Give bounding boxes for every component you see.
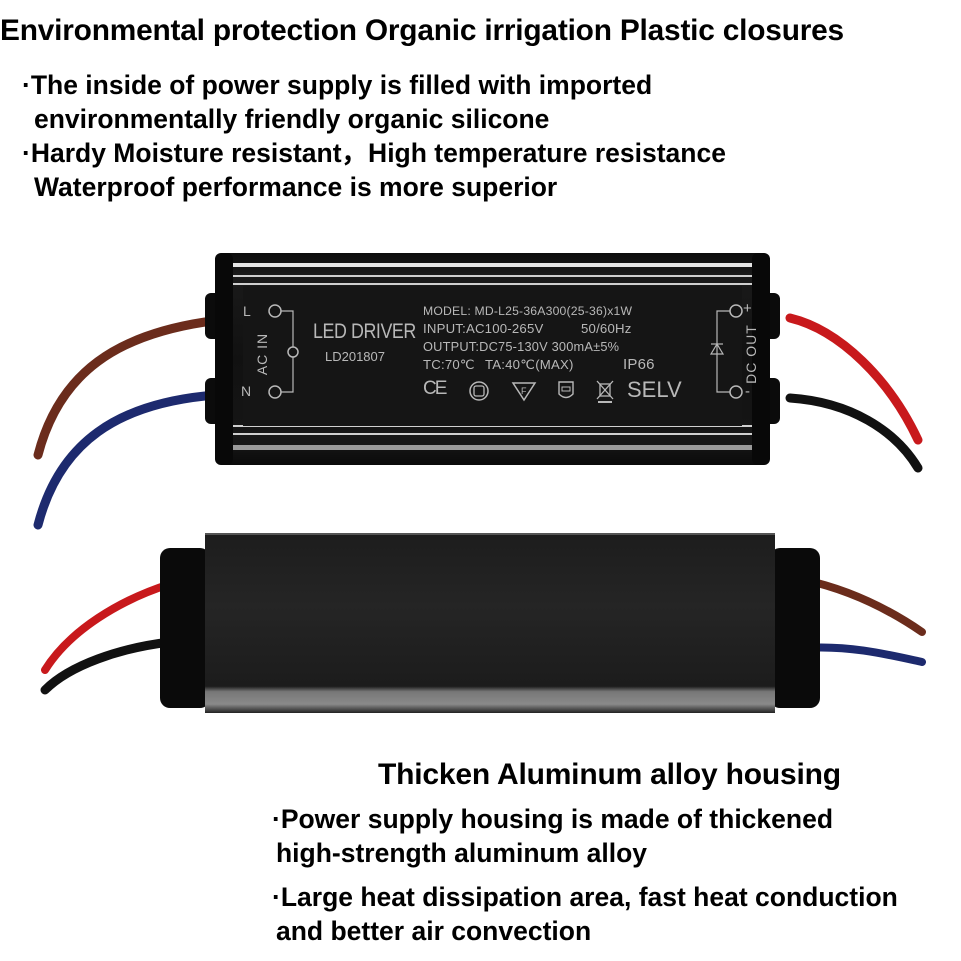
top-bullet-list: ·The inside of power supply is filled wi… xyxy=(22,68,726,204)
mounting-ear-right xyxy=(770,548,820,708)
safety-mark-icon xyxy=(469,381,489,401)
red-wire-top xyxy=(785,313,923,445)
top-heading: Environmental protection Organic irrigat… xyxy=(0,14,844,47)
class-mark-icon xyxy=(558,381,574,399)
model-spec: MODEL: MD-L25-36A300(25-36)x1W xyxy=(423,304,633,318)
svg-text:F: F xyxy=(521,386,527,396)
bottom-heading: Thicken Aluminum alloy housing xyxy=(378,758,841,791)
top-bullet-1-line-2: environmentally friendly organic silicon… xyxy=(34,104,550,134)
bottom-bullet-1-line-2: high-strength aluminum alloy xyxy=(276,838,648,868)
mounting-ear-left xyxy=(160,548,210,708)
f-mark-icon: F xyxy=(511,382,537,402)
blue-wire-top xyxy=(33,391,210,530)
dc-minus-label: - xyxy=(745,383,750,400)
bottom-bullet-1-line-1: ·Power supply housing is made of thicken… xyxy=(272,804,834,834)
bottom-bullet-2-line-1: ·Large heat dissipation area, fast heat … xyxy=(272,882,898,912)
frequency-spec: 50/60Hz xyxy=(581,321,632,336)
top-bullet-2-line-1: ·Hardy Moisture resistant，High temperatu… xyxy=(22,138,726,168)
certification-marks: CE F SELV xyxy=(423,376,682,406)
spec-block: MODEL: MD-L25-36A300(25-36)x1W INPUT:AC1… xyxy=(423,302,682,406)
selv-mark: SELV xyxy=(627,377,682,402)
bottom-bullet-2-line-2: and better air convection xyxy=(276,916,592,946)
ac-l-label: L xyxy=(243,303,251,319)
ce-mark-icon: CE xyxy=(423,378,447,399)
ip-rating: IP66 xyxy=(623,356,655,373)
ac-in-label: AC IN xyxy=(254,332,271,376)
ta-spec: TA:40℃(MAX) xyxy=(485,357,574,372)
potted-back-housing xyxy=(205,533,775,713)
bottom-bullet-list: ·Power supply housing is made of thicken… xyxy=(272,802,898,948)
dc-out-label: DC OUT xyxy=(742,324,759,384)
top-bullet-1-line-1: ·The inside of power supply is filled wi… xyxy=(22,70,653,100)
blue-wire-bottom xyxy=(801,643,926,666)
end-cap-left xyxy=(215,253,233,465)
led-driver-front-view: L N AC IN LED DRIVER LD201807 MODEL: MD-… xyxy=(205,253,780,465)
led-driver-back-view xyxy=(160,533,820,713)
end-cap-right xyxy=(752,253,770,465)
input-spec: INPUT:AC100-265V xyxy=(423,321,544,336)
brand-label: LED DRIVER xyxy=(313,320,416,343)
dc-plus-label: + xyxy=(743,300,752,317)
ac-in-terminal-diagram xyxy=(268,304,299,399)
brown-wire-bottom xyxy=(801,576,926,636)
output-spec: OUTPUT:DC75-130V 300mA±5% xyxy=(423,339,620,354)
black-wire-bottom xyxy=(40,637,175,695)
aluminum-housing: L N AC IN LED DRIVER LD201807 MODEL: MD-… xyxy=(215,253,770,465)
black-wire-top xyxy=(785,393,923,473)
brown-wire-top xyxy=(33,317,210,460)
dc-out-terminal-diagram xyxy=(709,304,743,399)
top-bullet-2-line-2: Waterproof performance is more superior xyxy=(34,172,558,202)
serial-label: LD201807 xyxy=(325,349,385,364)
red-wire-bottom xyxy=(41,580,174,674)
label-plate: L N AC IN LED DRIVER LD201807 MODEL: MD-… xyxy=(241,286,759,426)
weee-bin-icon xyxy=(596,380,614,403)
tc-spec: TC:70℃ xyxy=(423,357,475,372)
ac-n-label: N xyxy=(241,383,252,399)
